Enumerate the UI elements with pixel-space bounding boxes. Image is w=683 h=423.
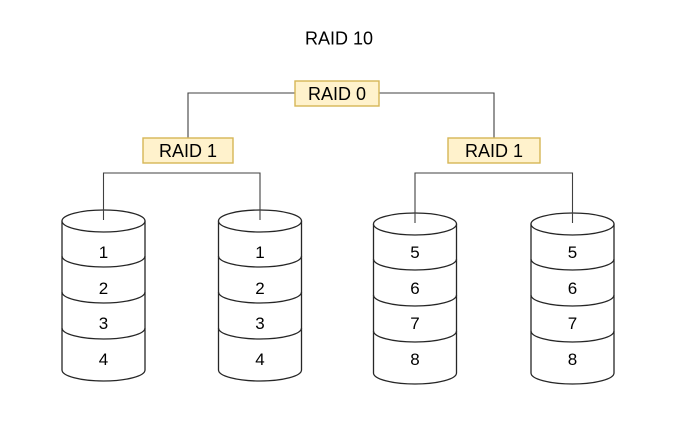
cylinder-body xyxy=(217,221,303,382)
cylinder-divider xyxy=(61,255,146,268)
cylinder-divider xyxy=(530,294,615,307)
disk-segment-label: 4 xyxy=(255,350,264,369)
raid1-left-label: RAID 1 xyxy=(159,141,217,161)
raid0-box xyxy=(294,80,380,107)
disk-segment-label: 3 xyxy=(99,314,108,333)
cylinder-divider xyxy=(217,291,303,304)
disk-segment-label: 5 xyxy=(410,243,419,262)
raid1-right-box xyxy=(447,137,541,164)
diagram-title: RAID 10 xyxy=(305,29,373,49)
cylinder-divider xyxy=(61,291,146,304)
disk-segment-label: 1 xyxy=(99,243,108,262)
disk-cylinder-4: 5 6 7 8 xyxy=(530,212,615,385)
disk-cylinder-2: 1 2 3 4 xyxy=(217,209,303,382)
cylinder-divider xyxy=(372,294,458,307)
disk-segment-label: 4 xyxy=(99,350,108,369)
connector-raid1-right-to-disks xyxy=(414,172,574,223)
cylinder-divider xyxy=(530,258,615,271)
connector-raid0-to-raid1-right xyxy=(379,92,495,138)
raid1-right-node: RAID 1 xyxy=(447,137,541,164)
cylinder-body xyxy=(61,221,146,382)
raid1-left-box xyxy=(142,137,234,164)
cylinder-divider xyxy=(372,330,458,343)
disk-segment-label: 2 xyxy=(255,279,264,298)
disk-segment-label: 8 xyxy=(568,350,577,369)
disk-cylinder-3: 5 6 7 8 xyxy=(372,212,458,385)
raid1-right-label: RAID 1 xyxy=(465,141,523,161)
disk-segment-label: 7 xyxy=(568,314,577,333)
raid0-label: RAID 0 xyxy=(308,84,366,104)
cylinder-divider xyxy=(217,255,303,268)
cylinder-body xyxy=(530,224,615,385)
disk-segment-label: 5 xyxy=(568,243,577,262)
cylinder-divider xyxy=(61,327,146,340)
raid1-left-node: RAID 1 xyxy=(142,137,234,164)
connector-raid1-left-to-disks xyxy=(102,172,261,220)
disk-segment-label: 2 xyxy=(99,279,108,298)
disk-segment-label: 3 xyxy=(255,314,264,333)
disk-segment-label: 1 xyxy=(255,243,264,262)
cylinder-body xyxy=(372,224,458,385)
connector-raid0-to-raid1-left xyxy=(187,92,295,138)
cylinder-divider xyxy=(530,330,615,343)
cylinder-divider xyxy=(217,327,303,340)
raid0-node: RAID 0 xyxy=(294,80,380,107)
disk-segment-label: 8 xyxy=(410,350,419,369)
disk-cylinder-1: 1 2 3 4 xyxy=(61,209,146,382)
disk-segment-label: 6 xyxy=(410,279,419,298)
disk-segment-label: 7 xyxy=(410,314,419,333)
disk-segment-label: 6 xyxy=(568,279,577,298)
cylinder-divider xyxy=(372,258,458,271)
